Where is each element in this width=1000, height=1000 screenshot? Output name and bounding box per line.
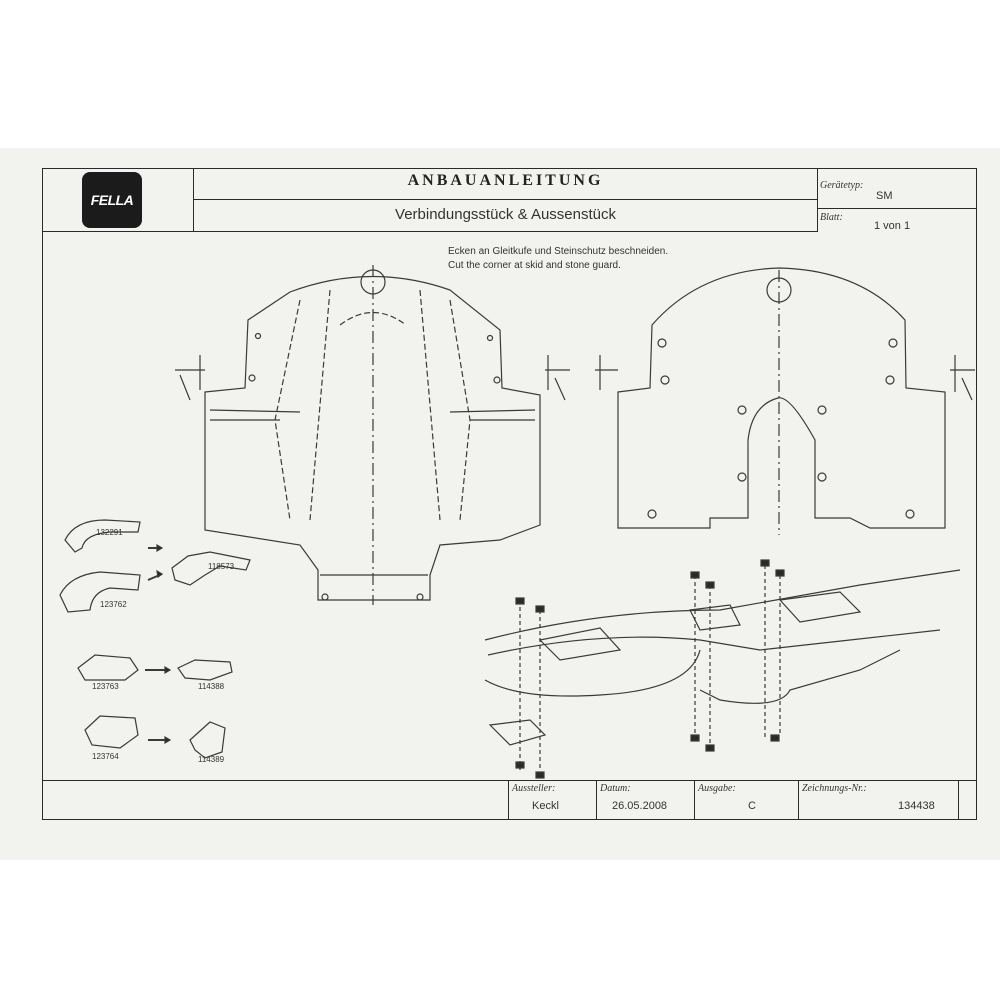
meta-box bbox=[817, 168, 977, 232]
geraetetyp-label: Gerätetyp: bbox=[820, 180, 864, 191]
left-plate-ledge bbox=[209, 409, 536, 576]
right-plate-bolts bbox=[647, 338, 915, 519]
fella-logo: FELLA bbox=[82, 172, 142, 228]
aussteller-cell bbox=[508, 780, 596, 820]
footer-divider bbox=[42, 780, 977, 781]
part-label: 123764 bbox=[92, 752, 119, 761]
document-title: ANBAUANLEITUNG bbox=[407, 172, 604, 189]
zeichnungs-value: 134438 bbox=[898, 800, 935, 812]
parts-illustrations bbox=[59, 519, 251, 759]
zeichnungs-label: Zeichnungs-Nr.: bbox=[802, 783, 867, 794]
ausgabe-label: Ausgabe: bbox=[698, 783, 736, 794]
logo-cell bbox=[42, 168, 194, 232]
part-label: 132291 bbox=[96, 528, 123, 537]
drawing-frame bbox=[42, 168, 977, 820]
datum-value: 26.05.2008 bbox=[612, 800, 668, 812]
ausgabe-cell bbox=[694, 780, 798, 820]
part-label: 118573 bbox=[208, 562, 235, 571]
right-dimension-marks bbox=[595, 355, 975, 401]
datum-cell bbox=[596, 780, 694, 820]
blatt-value: 1 von 1 bbox=[874, 220, 911, 232]
instruction-note: Ecken an Gleitkufe und Steinschutz besch… bbox=[448, 245, 668, 273]
geraetetyp-value: SM bbox=[876, 190, 893, 202]
note-german: Ecken an Gleitkufe und Steinschutz besch… bbox=[448, 246, 669, 257]
left-dimension-marks bbox=[175, 355, 570, 401]
datum-label: Datum: bbox=[600, 783, 631, 794]
subtitle-row bbox=[194, 200, 817, 232]
blatt-label: Blatt: bbox=[820, 212, 843, 223]
title-row bbox=[194, 168, 817, 200]
right-plate-outline bbox=[617, 267, 946, 529]
aussteller-label: Aussteller: bbox=[512, 783, 556, 794]
ausgabe-value: C bbox=[748, 800, 756, 812]
part-label: 123762 bbox=[100, 600, 127, 609]
part-label: 114388 bbox=[198, 682, 225, 691]
note-english: Cut the corner at skid and stone guard. bbox=[448, 260, 621, 271]
part-label: 123763 bbox=[92, 682, 119, 691]
footer-end-cell bbox=[958, 780, 977, 820]
assembly-illustration bbox=[484, 559, 961, 779]
document-subtitle: Verbindungsstück & Aussenstück bbox=[395, 206, 616, 223]
aussteller-value: Keckl bbox=[532, 800, 559, 812]
left-plate-outline bbox=[204, 275, 541, 601]
part-label: 114389 bbox=[198, 755, 225, 764]
zeichnungs-cell bbox=[798, 780, 958, 820]
meta-divider bbox=[817, 208, 977, 209]
logo-text: FELLA bbox=[90, 192, 134, 208]
